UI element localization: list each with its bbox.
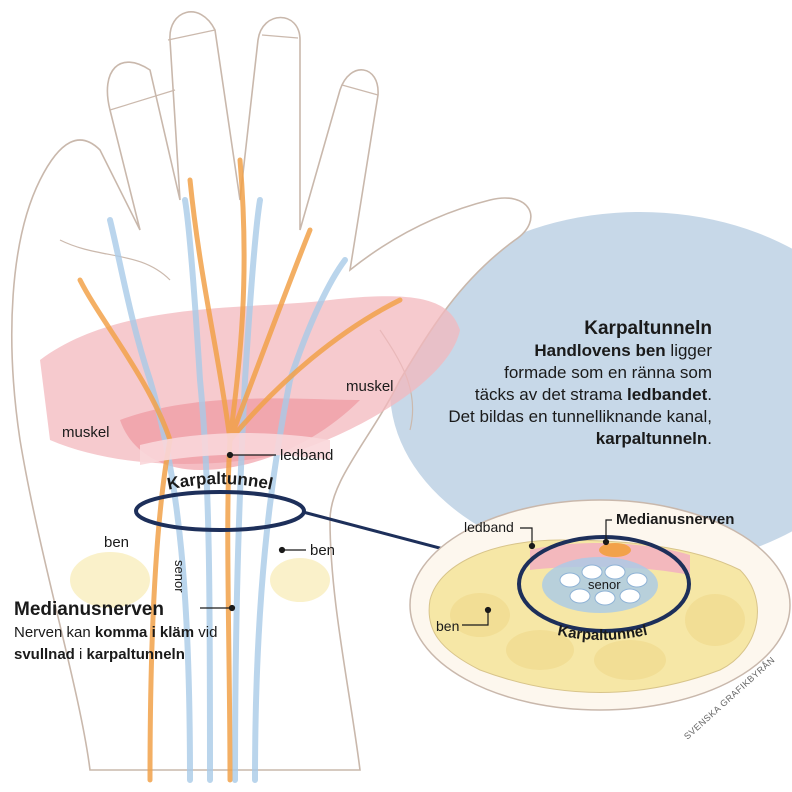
nerve-text-line-1: Nerven kan komma i kläm vid	[14, 622, 314, 644]
info-line-1: Handlovens ben ligger	[412, 340, 712, 362]
label-ben-right: ben	[310, 542, 335, 560]
label-ledband: ledband	[280, 447, 333, 465]
nerve-title: Medianusnerven	[14, 598, 314, 622]
info-title: Karpaltunneln	[412, 318, 712, 340]
nerve-text-line-2: svullnad i karpaltunneln	[14, 644, 314, 666]
label-muskel-right: muskel	[346, 378, 394, 396]
label-muskel-left: muskel	[62, 424, 110, 442]
label-senor: senor	[170, 560, 188, 593]
section-label-ledband: ledband	[464, 518, 514, 536]
info-line-5: karpaltunneln.	[412, 428, 712, 450]
info-line-4: Det bildas en tunnelliknande kanal,	[412, 406, 712, 428]
nerve-note: Medianusnerven Nerven kan komma i kläm v…	[14, 598, 314, 666]
info-line-2: formade som en ränna som	[412, 362, 712, 384]
section-label-medianusnerven: Medianusnerven	[616, 511, 734, 529]
section-label-senor: senor	[588, 576, 621, 594]
section-label-ben: ben	[436, 617, 459, 635]
info-line-3: täcks av det strama ledbandet.	[412, 384, 712, 406]
label-ben-left: ben	[104, 534, 129, 552]
info-text: Karpaltunneln Handlovens ben ligger form…	[412, 318, 712, 450]
